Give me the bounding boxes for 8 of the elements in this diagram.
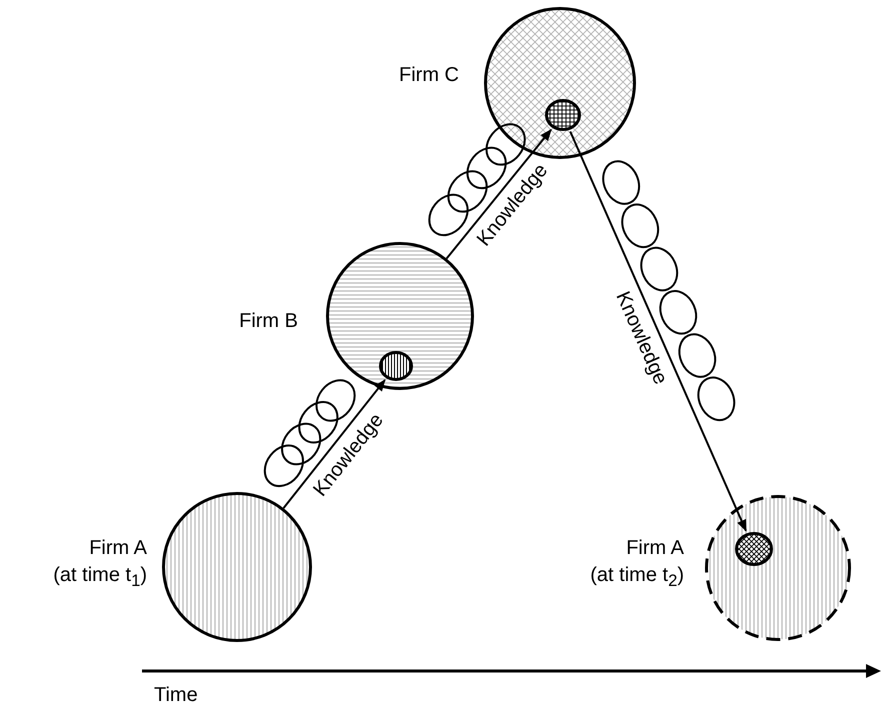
firm-label: Firm A (at time t$_{2}$) <box>589 536 684 592</box>
arrow <box>569 131 747 532</box>
axis-label: Time <box>154 683 198 708</box>
firm-label: Firm C <box>398 63 459 88</box>
arrow <box>282 379 386 509</box>
arrow <box>446 128 552 260</box>
firm-label: Firm B <box>238 309 298 334</box>
firm-label: Firm A (at time t$_{1}$) <box>52 536 147 592</box>
